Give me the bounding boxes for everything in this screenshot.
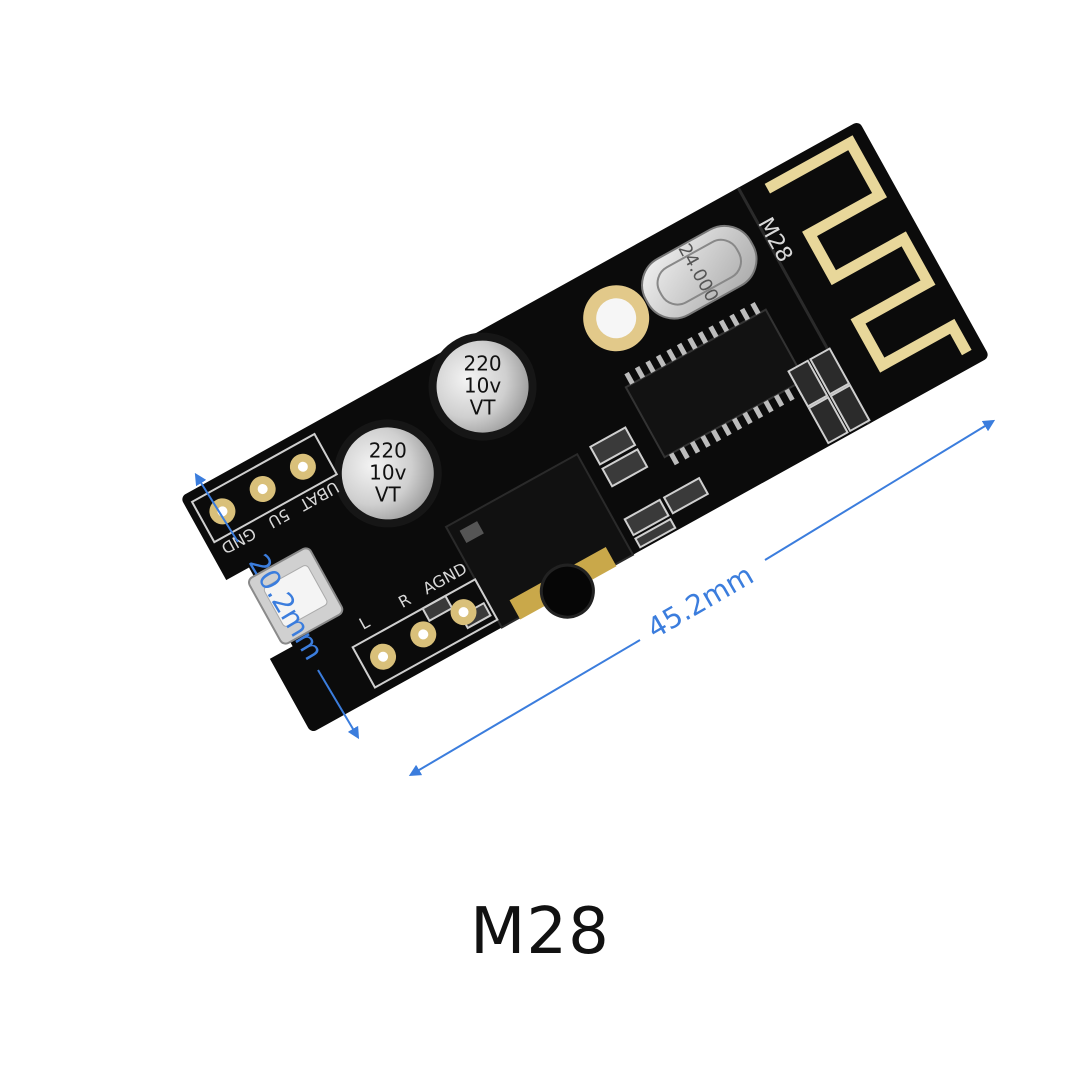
capacitor-2-series: VT — [470, 396, 497, 420]
capacitor-2: 220 10v VT — [428, 332, 537, 441]
capacitor-1: 220 10v VT — [333, 419, 442, 528]
mounting-hole — [583, 285, 650, 352]
micro-usb-port — [248, 547, 344, 645]
capacitor-1-voltage: 10v — [369, 460, 406, 484]
length-label: 45.2mm — [641, 558, 759, 645]
capacitor-2-voltage: 10v — [464, 374, 501, 398]
smd-components — [421, 426, 710, 630]
capacitor-2-value: 220 — [463, 352, 501, 376]
capacitor-1-value: 220 — [369, 438, 407, 462]
audio-jack-3.5mm — [444, 452, 635, 629]
capacitor-1-series: VT — [375, 482, 402, 506]
product-title: M28 — [470, 895, 610, 969]
usb-notch — [222, 567, 293, 661]
crystal-oscillator: 24.000 — [641, 224, 758, 320]
smd-resistor-array — [787, 347, 871, 445]
pcb-board: M28 24.000 — [182, 122, 988, 732]
